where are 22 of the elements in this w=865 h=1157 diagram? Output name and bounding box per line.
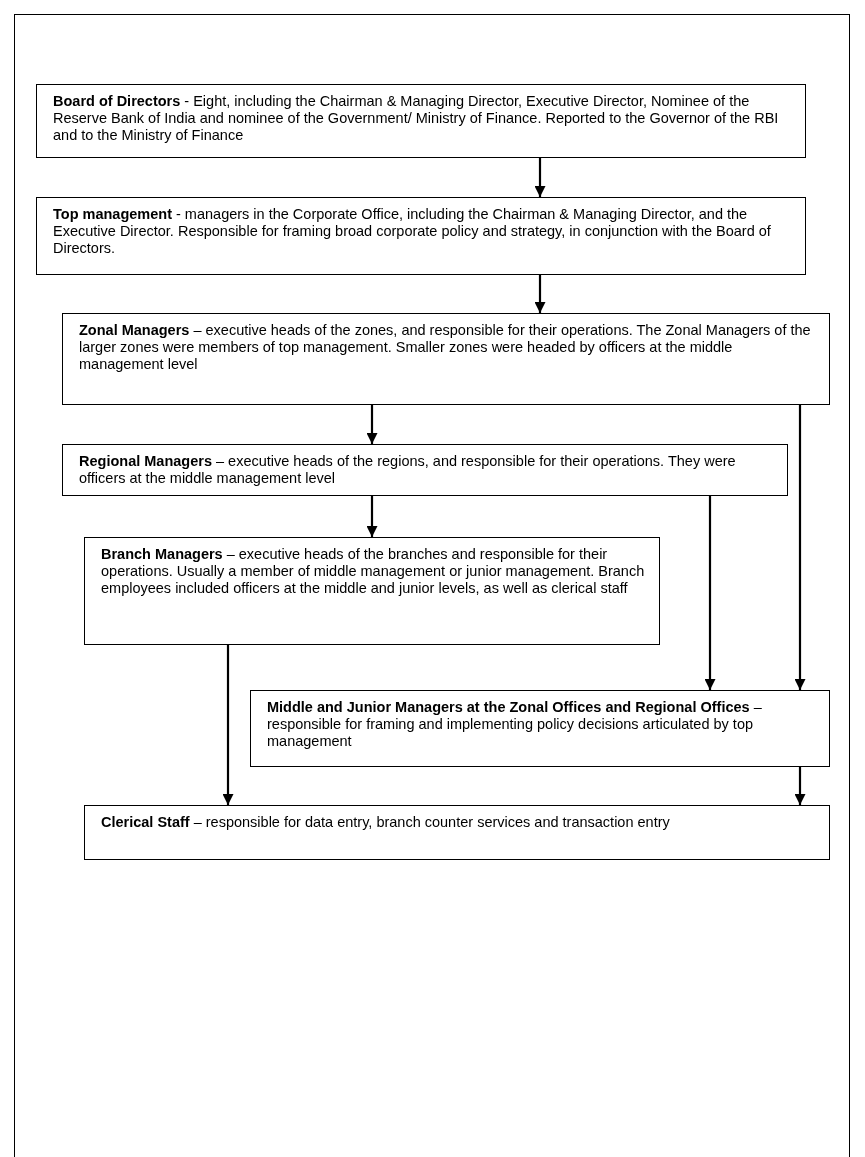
box-text: Branch Managers – executive heads of the branches and responsible for their operations. Usually a member of middle management or junior management. Branch employees included officers at the middle and junior levels, as well as clerical staff <box>101 546 646 597</box>
box-text: Clerical Staff – responsible for data entry, branch counter services and transaction entry <box>101 814 671 831</box>
arrow <box>534 275 546 313</box>
arrow <box>794 405 806 690</box>
box-text: Middle and Junior Managers at the Zonal Offices and Regional Offices – responsible for framing and implementing policy decisions articulated by top management <box>267 699 763 750</box>
arrow <box>366 496 378 537</box>
arrow <box>794 767 806 805</box>
arrow <box>366 405 378 444</box>
box-text: Top management - managers in the Corporate Office, including the Chairman & Managing Director, and the Executive Director. Responsible for framing broad corporate policy and strategy, in conjunction with the Board of Directors. <box>53 206 772 257</box>
process-box <box>84 537 660 645</box>
process-box <box>62 444 788 496</box>
process-box <box>250 690 830 767</box>
arrow <box>222 645 234 805</box>
arrow <box>534 158 546 197</box>
process-box <box>36 197 806 275</box>
process-box <box>84 805 830 860</box>
box-text: Board of Directors - Eight, including the Chairman & Managing Director, Executive Director, Nominee of the Reserve Bank of India and nominee of the Government/ Ministry of Finance. Reported to the Governor of the RBI and to the Ministry of Finance <box>53 93 780 144</box>
process-box <box>36 84 806 158</box>
process-box <box>62 313 830 405</box>
box-text: Zonal Managers – executive heads of the zones, and responsible for their operations. The Zonal Managers of the larger zones were members of top management. Smaller zones were headed by officers at the middle management level <box>79 322 812 373</box>
box-text: Regional Managers – executive heads of the regions, and responsible for their operations. They were officers at the middle management level <box>79 453 737 487</box>
arrow <box>704 496 716 690</box>
